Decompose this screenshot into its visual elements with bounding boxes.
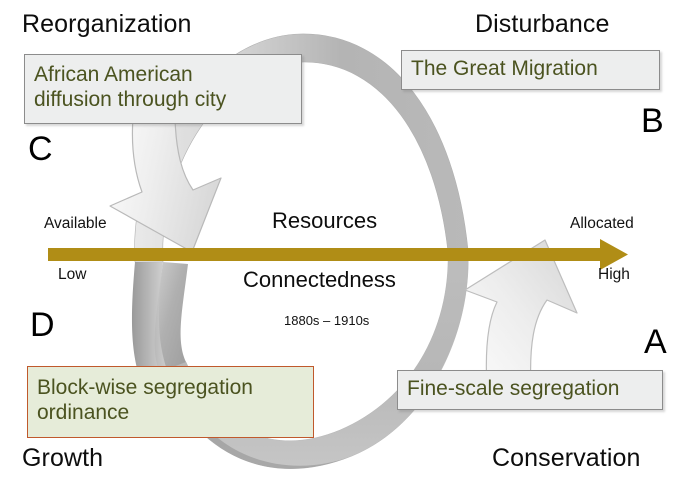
phase-label-conservation: Conservation <box>492 444 641 472</box>
growth-callout: Block-wise segregation ordinance <box>27 366 314 438</box>
phase-label-disturbance: Disturbance <box>475 10 610 38</box>
axis-label-allocated: Allocated <box>570 215 634 232</box>
up-arrow-icon <box>464 239 578 389</box>
axis-label-available: Available <box>44 215 107 232</box>
down-arrow-icon <box>109 117 222 253</box>
stage-letter-c: C <box>28 130 53 168</box>
stage-letter-b: B <box>641 102 664 140</box>
conservation-callout: Fine-scale segregation <box>397 370 663 410</box>
phase-label-reorganization: Reorganization <box>22 10 192 38</box>
phase-label-growth: Growth <box>22 444 104 472</box>
reorganization-callout: African American diffusion through city <box>24 54 302 124</box>
axis-label-low: Low <box>58 266 87 283</box>
disturbance-callout: The Great Migration <box>401 50 660 90</box>
axis-title-resources: Resources <box>272 208 378 233</box>
axis-title-connectedness: Connectedness <box>243 267 396 292</box>
axis-label-high: High <box>598 266 630 283</box>
stage-letter-d: D <box>30 306 55 344</box>
right-arrow-icon <box>48 239 628 270</box>
period-label: 1880s – 1910s <box>284 313 370 328</box>
stage-letter-a: A <box>644 323 667 361</box>
